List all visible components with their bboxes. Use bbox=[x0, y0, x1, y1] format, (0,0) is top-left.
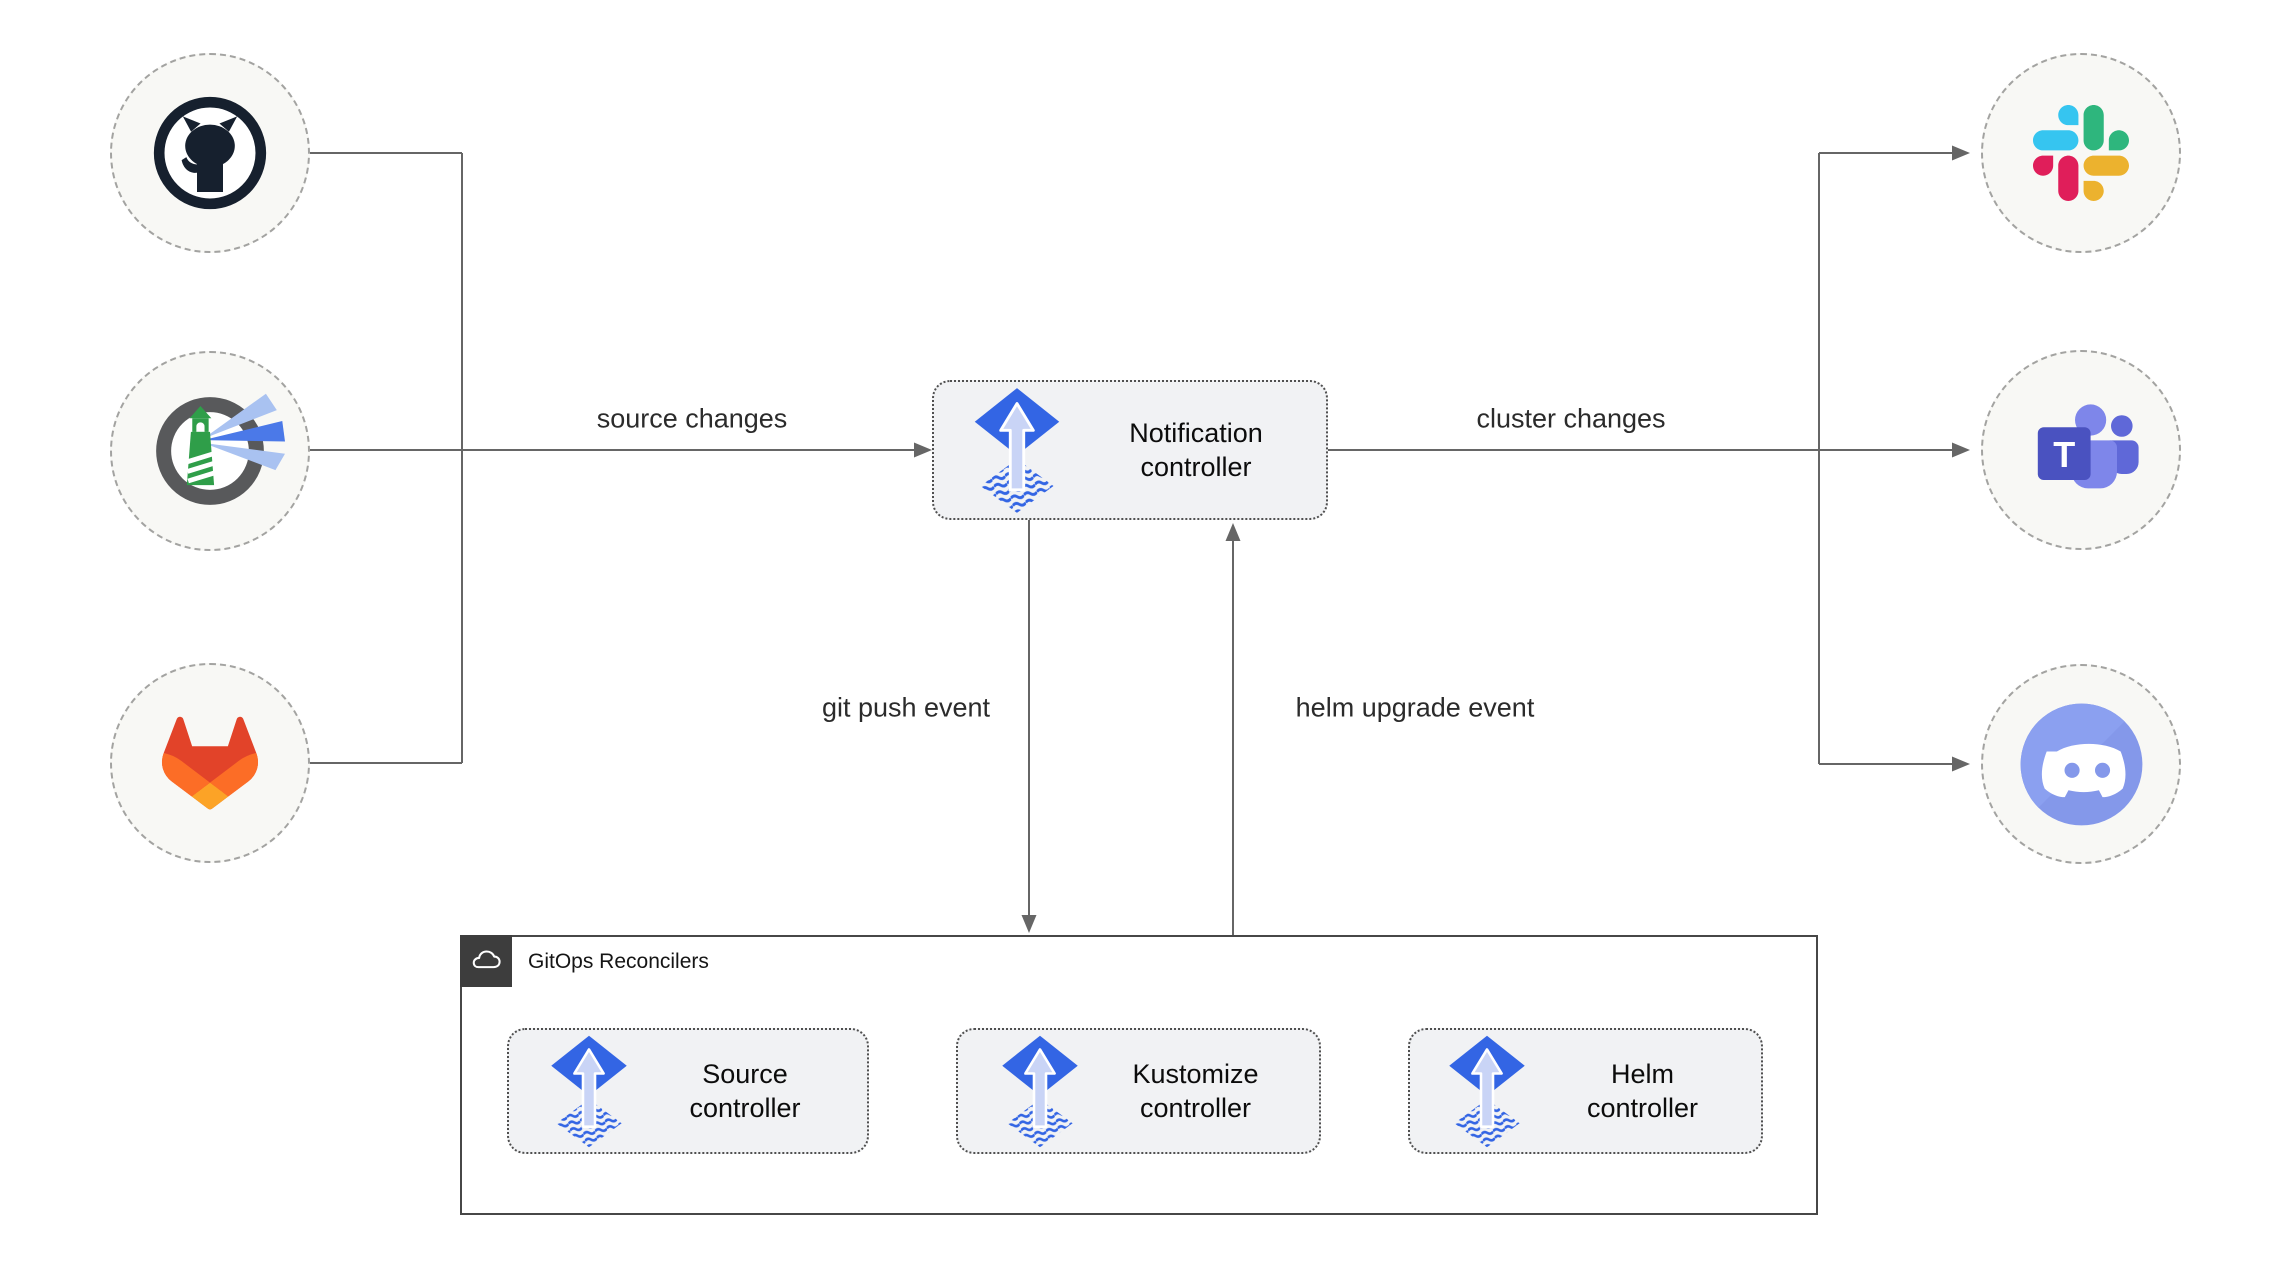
svg-text:T: T bbox=[2053, 434, 2075, 475]
discord-icon bbox=[2020, 703, 2142, 825]
edge-label-helm-upgrade-event: helm upgrade event bbox=[1295, 692, 1535, 723]
edge-label-cluster-changes: cluster changes bbox=[1476, 403, 1666, 434]
group-title: GitOps Reconcilers bbox=[528, 950, 709, 973]
flux-icon bbox=[974, 387, 1060, 513]
helm-controller-label: Helm controller bbox=[1586, 1059, 1699, 1123]
group-badge bbox=[460, 935, 512, 987]
edge-label-source-changes: source changes bbox=[596, 403, 788, 434]
source-harbor bbox=[110, 351, 310, 551]
source-controller-label: Source controller bbox=[689, 1059, 801, 1123]
flux-icon bbox=[1001, 1035, 1078, 1147]
notification-controller-label: Notification controller bbox=[1129, 418, 1263, 482]
notifier-discord bbox=[1981, 664, 2181, 864]
teams-icon: T bbox=[2037, 404, 2139, 489]
slack-icon bbox=[2033, 105, 2129, 201]
edge-label-git-push-event: git push event bbox=[821, 692, 991, 723]
arrowhead-into-teams bbox=[1952, 442, 1970, 458]
source-controller-node: Source controller bbox=[507, 1028, 869, 1154]
arrowhead-into-notification bbox=[914, 442, 932, 458]
arrowhead-into-discord bbox=[1952, 756, 1970, 772]
arrowhead-into-slack bbox=[1952, 145, 1970, 161]
notifier-slack bbox=[1981, 53, 2181, 253]
source-gitlab bbox=[110, 663, 310, 863]
kustomize-controller-label: Kustomize controller bbox=[1132, 1059, 1259, 1123]
gitlab-icon bbox=[161, 716, 259, 810]
kustomize-controller-node: Kustomize controller bbox=[956, 1028, 1321, 1154]
flux-icon bbox=[551, 1035, 627, 1147]
source-github bbox=[110, 53, 310, 253]
helm-controller-node: Helm controller bbox=[1408, 1028, 1763, 1154]
arrowhead-into-reconcilers bbox=[1021, 915, 1037, 933]
github-icon bbox=[153, 96, 267, 210]
flux-icon bbox=[1448, 1035, 1525, 1147]
arrowhead-into-notification-bottom bbox=[1225, 523, 1241, 541]
harbor-icon bbox=[156, 393, 285, 505]
notifier-teams: T bbox=[1981, 350, 2181, 550]
cloud-icon bbox=[472, 950, 501, 969]
notification-controller-node: Notification controller bbox=[932, 380, 1328, 520]
